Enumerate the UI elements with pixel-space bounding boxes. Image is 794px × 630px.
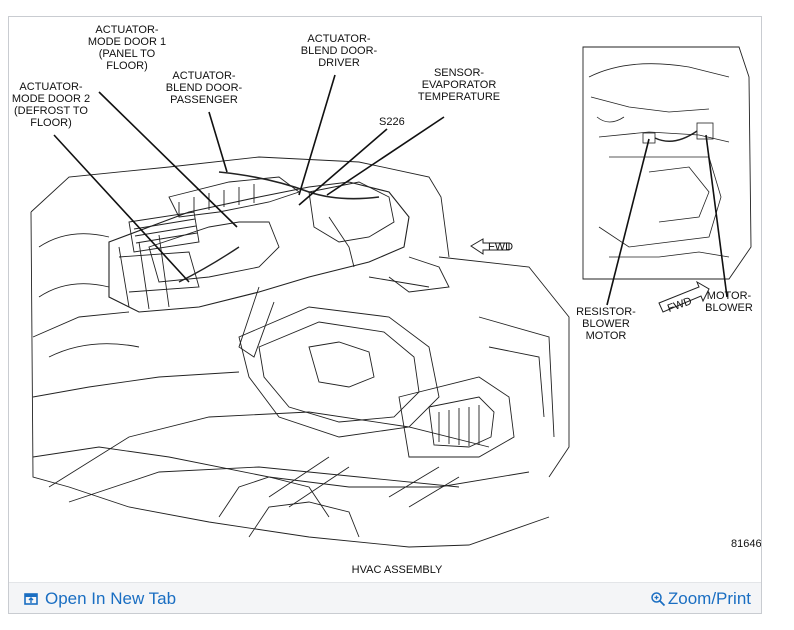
svg-text:BLOWER: BLOWER (705, 302, 753, 314)
zoom-print-link[interactable]: Zoom/Print (650, 589, 751, 609)
diagram-caption: HVAC ASSEMBLY (352, 564, 443, 576)
svg-text:SENSOR-: SENSOR- (434, 67, 484, 79)
diagram-frame: FWD FWD (8, 16, 762, 614)
svg-text:BLEND DOOR-: BLEND DOOR- (166, 82, 243, 94)
svg-text:MODE DOOR 1: MODE DOOR 1 (88, 36, 166, 48)
svg-text:MODE DOOR 2: MODE DOOR 2 (12, 93, 90, 105)
callout-s226: S226 (379, 116, 405, 128)
open-new-tab-icon (24, 593, 38, 605)
fwd-main-label: FWD (488, 241, 513, 253)
svg-text:FLOOR): FLOOR) (106, 60, 148, 72)
svg-text:TEMPERATURE: TEMPERATURE (418, 91, 500, 103)
open-in-new-tab-link[interactable]: Open In New Tab (23, 589, 176, 609)
svg-text:ACTUATOR-: ACTUATOR- (95, 24, 158, 36)
leader-lines (53, 74, 728, 306)
figure-code: 8164616 (731, 538, 761, 550)
svg-text:DRIVER: DRIVER (318, 57, 360, 69)
svg-text:RESISTOR-: RESISTOR- (576, 306, 636, 318)
svg-text:(DEFROST TO: (DEFROST TO (14, 105, 88, 117)
callout-sensor-evap: SENSOR- EVAPORATOR TEMPERATURE (418, 67, 500, 103)
callout-blend-driver: ACTUATOR- BLEND DOOR- DRIVER (301, 33, 378, 69)
hvac-illustration (30, 156, 570, 548)
callout-blend-passenger: ACTUATOR- BLEND DOOR- PASSENGER (166, 70, 243, 106)
svg-text:ACTUATOR-: ACTUATOR- (19, 81, 82, 93)
callout-mode-door-2: ACTUATOR- MODE DOOR 2 (DEFROST TO FLOOR) (12, 81, 90, 129)
hvac-diagram: FWD FWD (12, 24, 761, 576)
callout-resistor: RESISTOR- BLOWER MOTOR (576, 306, 636, 342)
svg-text:MOTOR-: MOTOR- (707, 290, 752, 302)
callout-motor-blower: MOTOR- BLOWER (705, 290, 753, 314)
svg-text:BLOWER: BLOWER (582, 318, 630, 330)
open-in-new-tab-label: Open In New Tab (45, 589, 177, 608)
fwd-arrow-main: FWD (470, 238, 513, 255)
svg-text:ACTUATOR-: ACTUATOR- (307, 33, 370, 45)
figure-footer: Open In New Tab Zoom/Print (9, 582, 761, 613)
svg-text:ACTUATOR-: ACTUATOR- (172, 70, 235, 82)
callout-mode-door-1: ACTUATOR- MODE DOOR 1 (PANEL TO FLOOR) (88, 24, 166, 72)
inset-panel: FWD (582, 46, 752, 315)
svg-text:BLEND DOOR-: BLEND DOOR- (301, 45, 378, 57)
zoom-print-label: Zoom/Print (667, 589, 751, 608)
svg-text:EVAPORATOR: EVAPORATOR (422, 79, 497, 91)
svg-text:MOTOR: MOTOR (586, 330, 627, 342)
svg-text:FLOOR): FLOOR) (30, 117, 72, 129)
svg-text:(PANEL TO: (PANEL TO (99, 48, 156, 60)
zoom-in-icon (651, 592, 665, 607)
svg-text:PASSENGER: PASSENGER (170, 94, 238, 106)
